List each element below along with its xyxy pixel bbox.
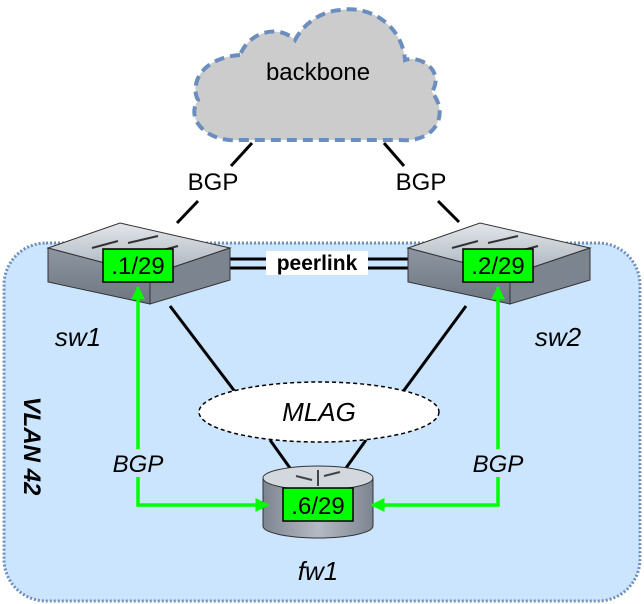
firewall-fw1[interactable]: .6/29	[262, 465, 374, 539]
backbone-cloud: backbone	[192, 7, 442, 143]
mlag-ellipse	[198, 381, 440, 443]
peerlink-label-bg	[266, 251, 368, 275]
switch-sw1[interactable]: .1/29	[46, 222, 232, 305]
bgp-label-lower-right: BGP	[473, 451, 524, 478]
switch-sw2[interactable]: .2/29	[406, 222, 592, 305]
mlag-link-fw1-left	[268, 439, 292, 469]
bgp-label-lower-right-bg	[464, 449, 532, 477]
bgp-label-lower-left: BGP	[113, 451, 164, 478]
uplink-sw2-right-lower	[436, 199, 461, 224]
mlag-link-fw1-right	[344, 439, 368, 469]
sw1-name: sw1	[55, 322, 101, 352]
router-arrows-icon	[295, 470, 341, 486]
sw2-address-box	[462, 248, 534, 283]
sw1-address: .1/29	[111, 253, 164, 280]
fw1-name: fw1	[298, 556, 338, 586]
uplink-sw1-left	[229, 141, 254, 168]
uplink-sw2-right	[382, 142, 406, 167]
peerlink-label: peerlink	[277, 252, 358, 275]
sw2-address: .2/29	[471, 253, 524, 280]
bgp-label-upper-left: BGP	[188, 169, 239, 196]
vlan-label: VLAN 42	[18, 397, 45, 496]
mlag-link-sw1	[168, 305, 238, 394]
sw2-name: sw2	[535, 322, 582, 352]
bgp-label-upper-right: BGP	[396, 169, 447, 196]
fw1-address-box	[282, 487, 354, 522]
fw1-address: .6/29	[291, 493, 344, 520]
backbone-label: backbone	[266, 59, 370, 86]
sw1-address-box	[102, 248, 174, 283]
bgp-label-lower-left-bg	[104, 449, 172, 477]
mlag-link-sw2	[400, 305, 468, 394]
mlag-label: MLAG	[282, 397, 356, 427]
uplink-sw1-left-lower	[175, 199, 200, 225]
